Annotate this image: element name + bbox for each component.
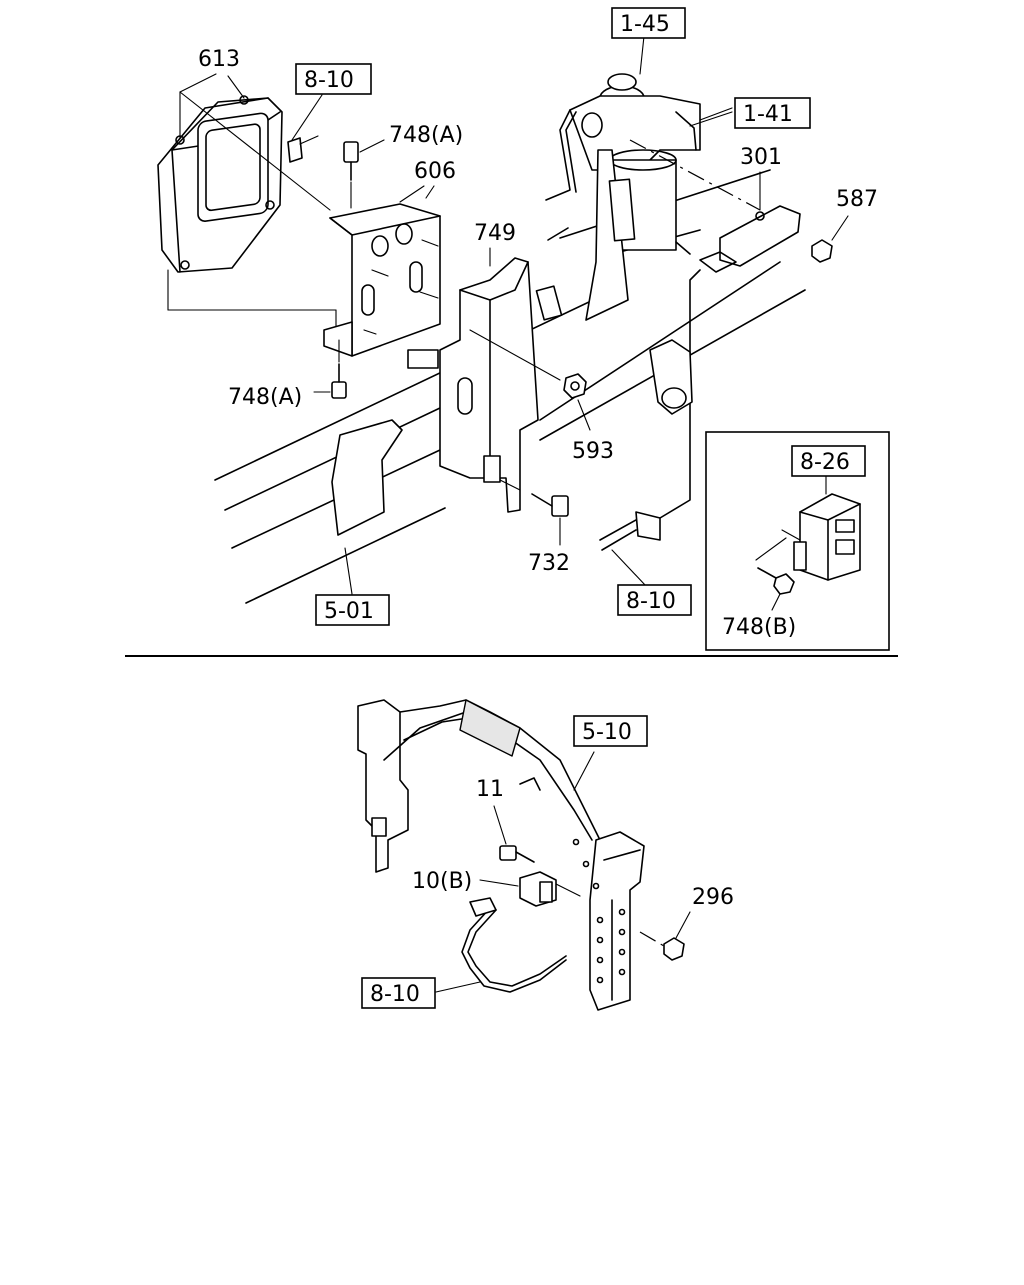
inset-relay-8-26: [705, 431, 890, 651]
callout-8-10-mid: 8-10: [626, 589, 676, 614]
callout-10b: 10(B): [412, 869, 472, 894]
callout-587: 587: [836, 187, 878, 212]
nut-587: [811, 215, 849, 263]
callout-8-10-bottom: 8-10: [370, 982, 420, 1007]
bolt-748a-bottom: [313, 339, 347, 399]
harness-8-10-bottom: [435, 897, 567, 993]
nut-296: [639, 911, 691, 961]
frame-5-10: [357, 699, 645, 1011]
callout-748a-bottom: 748(A): [228, 385, 302, 410]
callout-748a-top: 748(A): [389, 123, 463, 148]
callout-613: 613: [198, 47, 240, 72]
callout-box-8-10-bottom: [361, 977, 436, 1009]
callout-box-8-10-top: [295, 63, 372, 95]
sensor-10b: [479, 871, 581, 907]
callout-box-8-26: [791, 445, 866, 477]
valve-assembly-1-45: [545, 35, 761, 321]
bolt-11: [493, 805, 535, 863]
callout-box-1-45: [611, 7, 686, 39]
callout-748b: 748(B): [722, 615, 796, 640]
ecu-613: [157, 73, 337, 331]
harness-8-10-mid: [599, 269, 701, 587]
bracket-301: [699, 171, 801, 273]
callout-box-1-41: [734, 97, 811, 129]
bolt-732: [499, 479, 569, 546]
callout-5-01: 5-01: [324, 599, 374, 624]
callout-5-10: 5-10: [582, 720, 632, 745]
callout-1-41: 1-41: [743, 102, 793, 127]
rail-mount: [649, 339, 693, 415]
callout-732: 732: [528, 551, 570, 576]
callout-749: 749: [474, 221, 516, 246]
callout-1-45: 1-45: [620, 12, 670, 37]
connector-8-10-top: [287, 94, 323, 163]
bracket-606: [323, 185, 441, 357]
callout-labels: 613 8-10 748(A) 606 749 1-45 1-41 301 58…: [198, 7, 878, 1009]
callout-8-26: 8-26: [800, 450, 850, 475]
callout-box-8-10-mid: [617, 584, 692, 616]
callout-593: 593: [572, 439, 614, 464]
callout-box-5-10: [573, 715, 648, 747]
callout-8-10-top: 8-10: [304, 68, 354, 93]
bracket-749: [407, 247, 563, 513]
callout-box-5-01: [315, 594, 390, 626]
callout-11: 11: [476, 777, 504, 802]
bolt-748a-top: [343, 139, 385, 209]
upper-view: [157, 35, 849, 604]
callout-606: 606: [414, 159, 456, 184]
nut-593: [563, 373, 591, 431]
lower-view: [357, 699, 691, 1011]
callout-301: 301: [740, 145, 782, 170]
callout-296: 296: [692, 885, 734, 910]
